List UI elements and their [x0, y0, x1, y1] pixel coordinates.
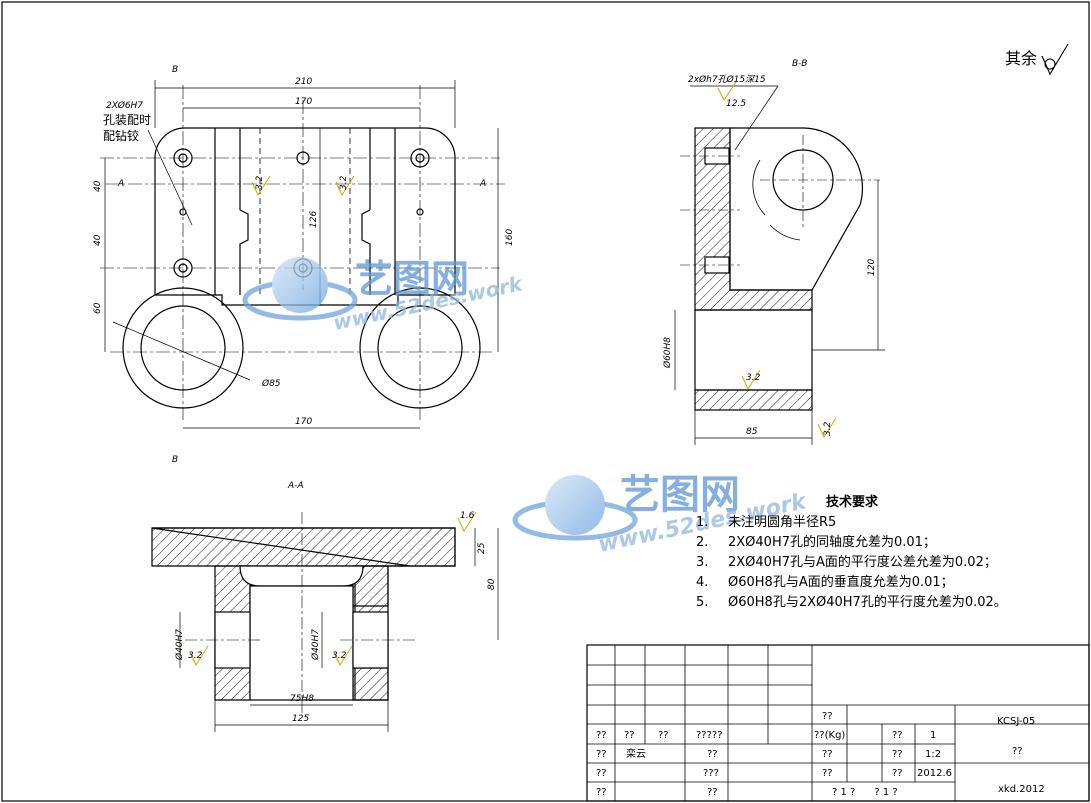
front-body-outline [154, 127, 456, 306]
tech-req-num-3: 3. [696, 555, 708, 570]
svg-text:3.2: 3.2 [746, 373, 761, 383]
svg-text:3.2: 3.2 [339, 175, 349, 190]
hole-note-line2: 孔装配时 [103, 113, 151, 127]
dim-section-25: 25 [477, 542, 487, 554]
tb-date-value: 2012.6 [917, 768, 952, 779]
section-mark-b-bottom: B [172, 455, 178, 465]
watermark-brand-1: 艺图网 [355, 257, 469, 301]
tech-requirements: 技术要求 1. 未注明圆角半径R5 2. 2XØ40H7孔的同轴度允差为0.01… [696, 494, 1007, 610]
dim-left-40-b: 40 [93, 234, 103, 246]
tb-row4-c3: ?? [658, 730, 669, 741]
section-view [151, 512, 499, 732]
roughness-other-label: 其余 [1005, 49, 1037, 68]
hole-note-line1: 2XØ6H7 [106, 100, 143, 111]
dim-section-bore-center: Ø40H7 [310, 629, 321, 661]
hole-note-line3: 配钻铰 [103, 128, 139, 143]
tb-row6-c1: ?? [596, 768, 607, 779]
dim-section-75: 75H8 [290, 694, 314, 704]
watermark-logo: 艺图网 www.52des.work [242, 257, 526, 335]
dim-left-40-a: 40 [93, 180, 103, 192]
section-mark-b-top: B [172, 65, 178, 75]
front-view-labels: B B A A 210 170 170 40 40 60 160 126 Ø85… [93, 65, 515, 465]
side-view [674, 85, 885, 445]
title-block [586, 644, 1090, 802]
svg-text:3.2: 3.2 [332, 651, 347, 661]
roughness-symbol-section-2: 3.2 [188, 645, 209, 667]
tech-req-num-1: 1. [696, 515, 708, 530]
svg-text:3.2: 3.2 [823, 421, 833, 436]
dim-right-160: 160 [505, 229, 515, 246]
tb-weight-label: ??(Kg) [814, 730, 845, 741]
tech-req-title: 技术要求 [826, 494, 879, 510]
dim-circle-dia: Ø85 [261, 378, 281, 389]
tb-mid-label-a: ?? [822, 749, 833, 760]
roughness-check-icon [1041, 43, 1069, 76]
tech-req-text-5: Ø60H8孔与2XØ40H7孔的平行度允差为0.02。 [728, 594, 1007, 610]
tb-row7-c2: ?? [707, 787, 718, 798]
tb-row5-c1: ?? [596, 749, 607, 760]
title-block-text: KCSJ-05 ?? xkd.2012 ?? ?? ?? ?? ????? ??… [596, 711, 1045, 798]
tb-scale-value: 1:2 [925, 749, 941, 760]
hole-note-leader [147, 129, 193, 226]
tb-row5-c2: 栾云 [626, 747, 646, 760]
drawing-number: KCSJ-05 [997, 716, 1035, 727]
dim-hole-pitch-top: 170 [295, 97, 312, 107]
dim-inner-126: 126 [309, 211, 319, 228]
side-view-labels: B-B 2xØh7孔Ø15深15 12.5 120 Ø60H8 85 3.2 3… [662, 59, 877, 439]
tb-sheet-info: ? 1 ? ? 1 ? [832, 787, 898, 798]
svg-text:12.5: 12.5 [726, 99, 746, 109]
tb-row5-c3: ?? [707, 749, 718, 760]
dim-side-bore: Ø60H8 [662, 337, 673, 369]
side-hole-note: 2xØh7孔Ø15深15 [688, 74, 766, 85]
roughness-symbol-section-3: 3.2 [332, 645, 353, 667]
tb-label-qq: ?? [822, 711, 833, 722]
roughness-symbol-side-top: 12.5 [717, 81, 746, 109]
roughness-symbol-front-1: 3.2 [251, 175, 271, 197]
tb-row4-c1: ?? [596, 730, 607, 741]
dim-left-60: 60 [93, 302, 103, 314]
roughness-symbol-side-2: 3.2 [817, 417, 837, 439]
tech-req-num-5: 5. [696, 595, 708, 610]
dim-side-85: 85 [746, 427, 758, 437]
roughness-symbol-side-1: 3.2 [741, 369, 761, 391]
svg-text:3.2: 3.2 [188, 651, 203, 661]
watermark-brand-2: 艺图网 [620, 472, 740, 518]
section-mark-a-right: A [479, 179, 486, 189]
tech-req-text-4: Ø60H8孔与A面的垂直度允差为0.01； [728, 574, 954, 590]
organization: xkd.2012 [998, 784, 1045, 795]
roughness-symbol-front-2: 3.2 [335, 175, 355, 197]
corner-roughness: 其余 [1005, 43, 1069, 76]
tb-row4-c4: ????? [696, 730, 723, 741]
dim-section-bore-left: Ø40H7 [174, 629, 185, 661]
svg-text:3.2: 3.2 [255, 175, 265, 190]
tb-row4-c2: ?? [624, 730, 635, 741]
dim-section-80: 80 [487, 578, 497, 590]
dim-section-125: 125 [292, 714, 309, 724]
section-view-title: A-A [287, 481, 304, 491]
tech-req-num-2: 2. [696, 535, 708, 550]
tb-mid-label-b: ?? [822, 768, 833, 779]
front-view [100, 80, 505, 429]
tech-req-text-2: 2XØ40H7孔的同轴度允差为0.01； [728, 534, 936, 550]
tb-count-label: ?? [892, 730, 903, 741]
dim-overall-width: 210 [295, 77, 312, 87]
tech-req-num-4: 4. [696, 575, 708, 590]
roughness-symbol-section-1: 1.6 [457, 511, 477, 533]
svg-text:1.6: 1.6 [460, 511, 475, 521]
section-view-labels: A-A 25 80 Ø40H7 Ø40H7 75H8 125 1.6 3.2 3… [174, 481, 497, 724]
tb-scale-label: ?? [892, 749, 903, 760]
dim-side-120: 120 [867, 259, 877, 276]
tech-req-text-1: 未注明圆角半径R5 [728, 515, 836, 530]
side-view-title: B-B [792, 59, 807, 69]
tb-row7-c1: ?? [596, 787, 607, 798]
part-name: ?? [1012, 746, 1023, 757]
tb-date-label: ?? [892, 768, 903, 779]
section-mark-a-left: A [117, 179, 124, 189]
tech-req-text-3: 2XØ40H7孔与A面的平行度公差允差为0.02； [728, 554, 997, 570]
tb-row6-c2: ??? [703, 768, 719, 779]
tb-count-value: 1 [930, 730, 936, 741]
dim-hole-pitch-bottom: 170 [295, 417, 312, 427]
